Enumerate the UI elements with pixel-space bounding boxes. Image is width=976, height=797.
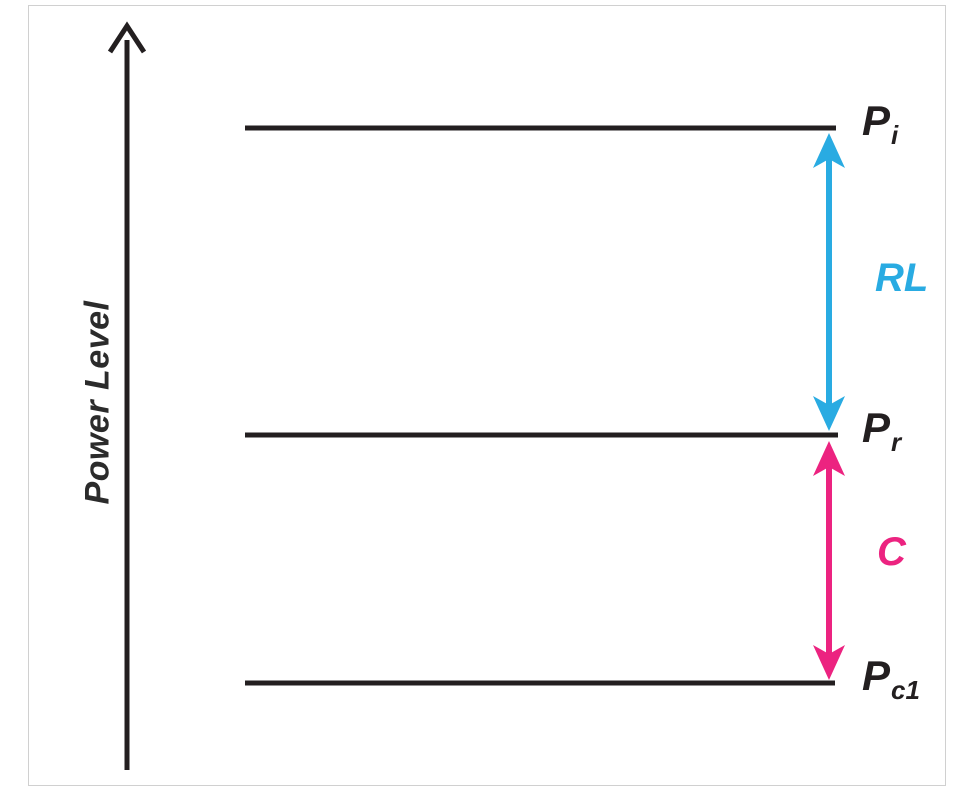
arrow-down-icon: [813, 645, 845, 680]
level-label-incident-base: P: [862, 97, 891, 144]
level-label-coupled-base: P: [862, 652, 891, 699]
level-label-coupled-subscript: c1: [891, 675, 920, 705]
measure-label-coupling: C: [877, 530, 906, 574]
return-loss-arrow: [813, 133, 845, 431]
level-label-reflected-subscript: r: [891, 427, 902, 457]
y-axis-title: Power Level: [78, 300, 117, 505]
arrow-up-icon: [813, 133, 845, 168]
level-label-incident-subscript: i: [891, 120, 899, 150]
coupling-arrow: [813, 441, 845, 680]
arrow-up-icon: [813, 441, 845, 476]
level-label-reflected-base: P: [862, 404, 891, 451]
level-label-coupled: Pc1: [862, 652, 920, 704]
measure-label-return-loss: RL: [875, 256, 929, 300]
level-label-reflected: Pr: [862, 404, 901, 456]
y-axis-arrowhead-icon: [107, 21, 147, 54]
level-lines: [245, 125, 838, 686]
level-label-incident: Pi: [862, 97, 898, 149]
figure-frame: [28, 5, 946, 786]
arrow-down-icon: [813, 396, 845, 431]
y-axis: [107, 21, 147, 770]
